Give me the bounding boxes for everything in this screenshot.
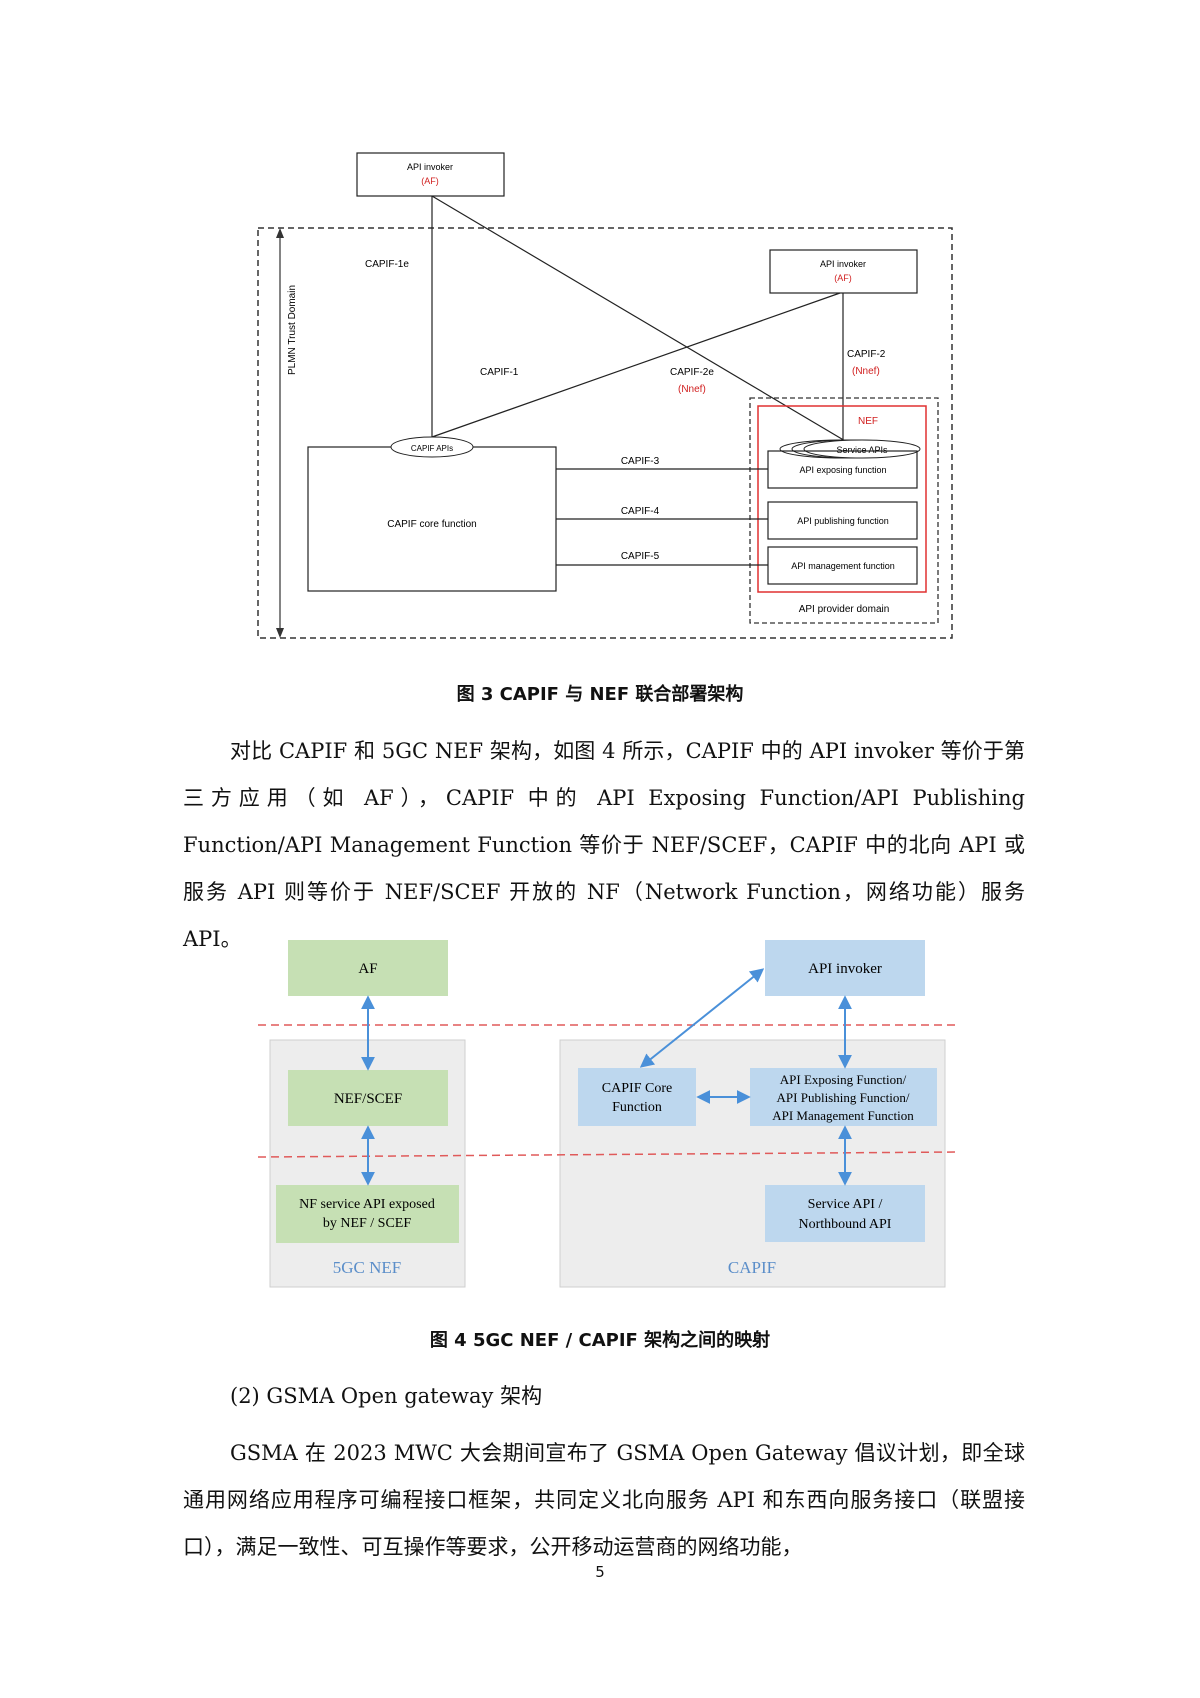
- api-invoker-label: API invoker: [808, 961, 882, 977]
- api-provider-domain-box: [749, 397, 939, 624]
- figure-3-caption: 图 3 CAPIF 与 NEF 联合部署架构: [456, 684, 744, 705]
- capif-2-sub: (Nnef): [852, 366, 880, 377]
- capif-5-label: CAPIF-5: [621, 551, 660, 562]
- capif-4-label: CAPIF-4: [621, 506, 660, 517]
- api-exposing-label-1: API Exposing Function/: [780, 1072, 907, 1087]
- nf-service-label-1: NF service API exposed: [299, 1197, 435, 1212]
- capif-core-label-1: CAPIF Core: [602, 1081, 672, 1096]
- paragraph-1-text: 对比 CAPIF 和 5GC NEF 架构，如图 4 所示，CAPIF 中的 A…: [183, 739, 1025, 951]
- api-exposing-box: [750, 1068, 937, 1126]
- service-api-label-1: Service API /: [808, 1197, 883, 1212]
- capif-apis-ellipse: [390, 436, 474, 458]
- figure-3-diagram: PLMN Trust Domain API invoker (AF) API i…: [257, 152, 953, 639]
- capif-2e-label: CAPIF-2e: [670, 367, 714, 378]
- trust-domain-label: PLMN Trust Domain: [287, 285, 298, 375]
- capif-label: CAPIF: [728, 1258, 776, 1277]
- api-exposing-label-3: API Management Function: [772, 1108, 914, 1123]
- api-invoker-top-sub: (AF): [421, 176, 439, 186]
- capif-2-label: CAPIF-2: [847, 349, 886, 360]
- api-management-function-box: [767, 546, 918, 585]
- 5gc-nef-label: 5GC NEF: [333, 1258, 401, 1277]
- api-invoker-top-title: API invoker: [407, 162, 453, 172]
- capif-2e-sub: (Nnef): [678, 384, 706, 395]
- paragraph-1: 对比 CAPIF 和 5GC NEF 架构，如图 4 所示，CAPIF 中的 A…: [183, 728, 1025, 963]
- api-invoker-box: [765, 940, 925, 996]
- api-invoker-top-box: [356, 152, 505, 197]
- nf-service-label-2: by NEF / SCEF: [323, 1216, 412, 1231]
- api-exposing-function-label: API exposing function: [799, 465, 886, 475]
- paragraph-2: GSMA 在 2023 MWC 大会期间宣布了 GSMA Open Gatewa…: [183, 1430, 1025, 1571]
- service-api-label-2: Northbound API: [799, 1217, 892, 1232]
- service-api-box: [765, 1185, 925, 1242]
- api-exposing-label-2: API Publishing Function/: [777, 1090, 910, 1105]
- capif-core-label-2: Function: [612, 1100, 662, 1115]
- af-label: AF: [358, 961, 377, 977]
- capif-core-function-label: CAPIF core function: [387, 519, 476, 530]
- capif-1e-label: CAPIF-1e: [365, 259, 409, 270]
- api-invoker-right-box: [769, 249, 918, 294]
- plmn-trust-domain-box: [257, 227, 953, 639]
- api-management-function-label: API management function: [791, 561, 895, 571]
- capif-apis-label: CAPIF APIs: [411, 444, 453, 453]
- capif-3-label: CAPIF-3: [621, 456, 660, 467]
- capif-core-box: [578, 1068, 696, 1126]
- figure-4-diagram: AF NEF/SCEF NF service API exposed by NE…: [257, 940, 959, 1288]
- nf-service-api-box: [276, 1185, 459, 1243]
- af-box: [288, 940, 448, 996]
- section-title: (2) GSMA Open gateway 架构: [230, 1384, 543, 1408]
- api-provider-domain-label: API provider domain: [799, 604, 890, 615]
- api-invoker-right-sub: (AF): [834, 273, 852, 283]
- nef-scef-box: [288, 1070, 448, 1126]
- page-number: 5: [595, 1563, 605, 1581]
- api-invoker-right-title: API invoker: [820, 259, 866, 269]
- api-publishing-function-label: API publishing function: [797, 516, 889, 526]
- figure-4-caption: 图 4 5GC NEF / CAPIF 架构之间的映射: [429, 1330, 771, 1351]
- nef-label: NEF: [858, 416, 878, 427]
- nef-scef-label: NEF/SCEF: [334, 1091, 402, 1107]
- paragraph-2-text: GSMA 在 2023 MWC 大会期间宣布了 GSMA Open Gatewa…: [183, 1441, 1025, 1559]
- api-publishing-function-box: [767, 501, 918, 540]
- nef-red-box: [757, 405, 927, 593]
- service-apis-label: Service APIs: [836, 445, 888, 455]
- capif-1-label: CAPIF-1: [480, 367, 519, 378]
